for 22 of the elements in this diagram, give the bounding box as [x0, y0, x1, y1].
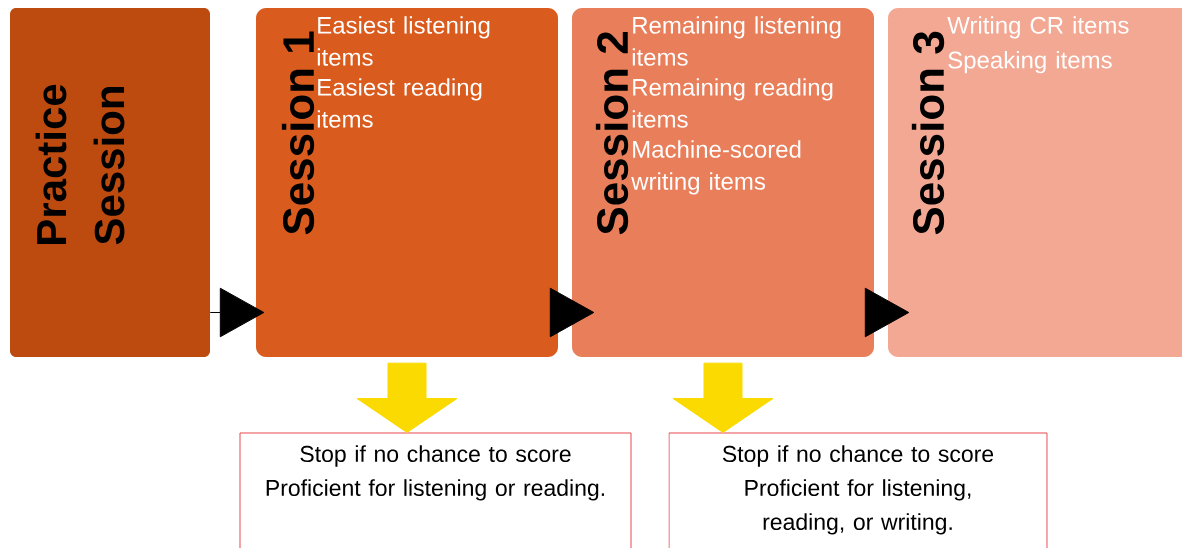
item-text: Speaking items [948, 50, 1112, 74]
session-box [256, 8, 558, 357]
item-text: Easiest listening items [317, 16, 490, 66]
item-text: Remaining reading items [632, 78, 833, 128]
session-box [10, 8, 210, 357]
block-arrow [672, 362, 774, 433]
session-title: Session 3 [911, 31, 945, 235]
note-box: Stop if no chance to score Proficient for listening, reading, or writing. [668, 432, 1048, 548]
arrow [864, 287, 910, 338]
arrow [549, 287, 595, 338]
session-box [888, 8, 1182, 357]
item-text: Remaining listening items [632, 16, 841, 66]
block-arrow [356, 362, 458, 433]
item-text: Writing CR items [947, 16, 1129, 39]
session-title: Session 1 [281, 31, 315, 235]
session-title: Session 2 [595, 32, 629, 235]
item-text: Easiest reading items [317, 78, 482, 128]
session-title: Practice Session [35, 84, 125, 245]
item-text: Machine-scored writing items [631, 140, 801, 195]
arrow [209, 287, 265, 338]
note-box: Stop if no chance to score Proficient for listening or reading. [239, 432, 632, 548]
session-box [572, 8, 874, 357]
